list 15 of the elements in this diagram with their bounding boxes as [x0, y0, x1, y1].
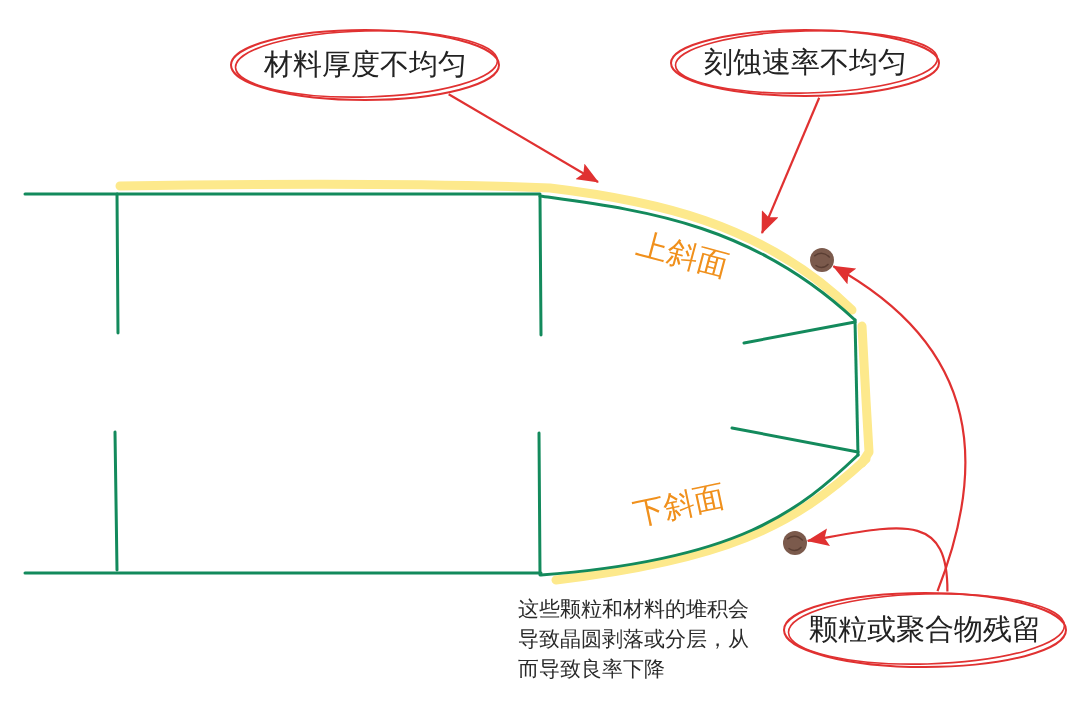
arrow [806, 527, 949, 592]
callout-ellipse [669, 28, 941, 98]
callout-text: 颗粒或聚合物残留 [809, 613, 1041, 647]
note-text: 这些颗粒和材料的堆积会导致晶圆剥落或分层，从而导致良率下降 [518, 596, 750, 683]
callout-text: 刻蚀速率不均匀 [703, 46, 907, 80]
particle-icon [809, 247, 835, 273]
part-label: 下斜面 [630, 478, 729, 532]
arrow [761, 97, 821, 234]
particle-icon [782, 530, 808, 556]
arrow [448, 93, 599, 183]
callout-ellipse [782, 591, 1068, 669]
callout-ellipse [229, 28, 501, 102]
callout-text: 材料厚度不均匀 [263, 48, 467, 82]
part-label: 上斜面 [633, 226, 732, 283]
arrow [832, 265, 967, 592]
